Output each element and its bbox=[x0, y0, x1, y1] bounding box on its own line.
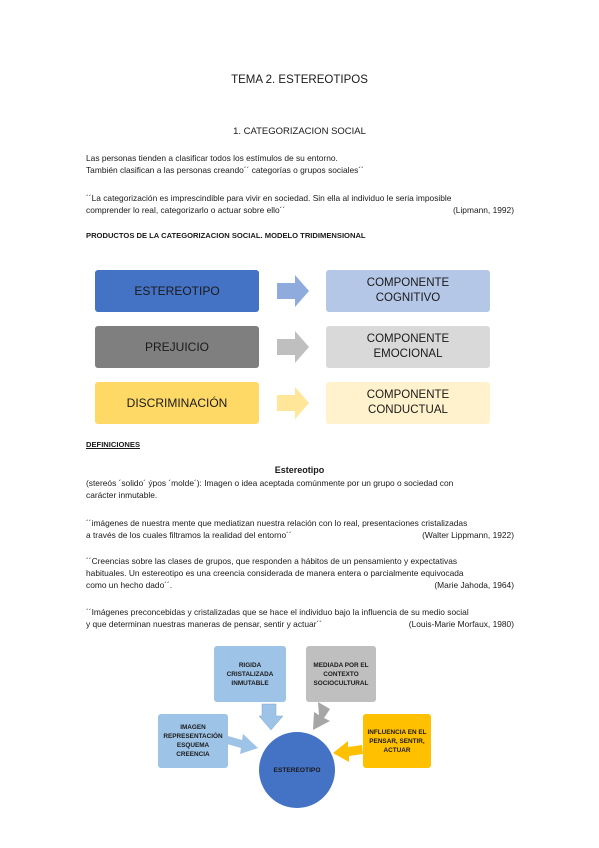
box-label: CRISTALIZADA bbox=[226, 670, 274, 678]
definition-author: (Walter Lippmann, 1922) bbox=[422, 530, 514, 540]
box-label: REPRESENTACIÓN bbox=[163, 733, 223, 740]
box-label: IMAGEN bbox=[180, 724, 206, 731]
arrow-down-icon bbox=[313, 702, 330, 730]
definition-morfaux: ´´Imágenes preconcebidas y cristalizadas… bbox=[86, 606, 514, 630]
intro-line: También clasifican a las personas creand… bbox=[86, 165, 364, 175]
definition-line: (stereós ´solido´ ýpos ´molde´): Imagen … bbox=[86, 478, 454, 488]
quote-line: ´´La categorización es imprescindible pa… bbox=[86, 193, 452, 203]
arrow-right-icon bbox=[277, 331, 309, 363]
estereotipo-heading: Estereotipo bbox=[274, 465, 325, 475]
imagen-box: IMAGEN REPRESENTACIÓN ESQUEMA CREENCIA bbox=[158, 714, 228, 768]
box-label: ACTUAR bbox=[383, 746, 411, 754]
box-label: COMPONENTE bbox=[366, 333, 450, 345]
discriminacion-box: DISCRIMINACIÓN bbox=[95, 382, 259, 424]
estereotipo-box: ESTEREOTIPO bbox=[95, 270, 259, 312]
box-label: COGNITIVO bbox=[375, 292, 441, 304]
intro-line: Las personas tienden a clasificar todos … bbox=[86, 153, 338, 163]
componente-emocional-box: COMPONENTE EMOCIONAL bbox=[326, 326, 490, 368]
definition-line: carácter inmutable. bbox=[86, 490, 158, 500]
intro-paragraph: Las personas tienden a clasificar todos … bbox=[86, 152, 514, 176]
definition-etymology: (stereós ´solido´ ýpos ´molde´): Imagen … bbox=[86, 477, 514, 501]
box-label: CONDUCTUAL bbox=[368, 404, 448, 416]
prejuicio-box: PREJUICIO bbox=[95, 326, 259, 368]
definition-author: (Louis-Marie Morfaux, 1980) bbox=[408, 619, 514, 629]
arrow-right-icon bbox=[277, 275, 309, 307]
box-label: INMUTABLE bbox=[231, 679, 269, 687]
definition-line: a través de los cuales filtramos la real… bbox=[86, 530, 292, 540]
arrow-right-icon bbox=[227, 734, 258, 754]
box-label: CREENCIA bbox=[176, 751, 210, 758]
box-label: MEDIADA POR EL bbox=[313, 661, 369, 669]
box-label: COMPONENTE bbox=[366, 277, 450, 289]
definition-jahoda: ´´Creencias sobre las clases de grupos, … bbox=[86, 555, 514, 591]
definitions-heading: DEFINICIONES bbox=[86, 440, 141, 449]
definition-lippmann: ´´imágenes de nuestra mente que mediatiz… bbox=[86, 517, 514, 541]
box-label: EMOCIONAL bbox=[373, 348, 443, 360]
quote-lipmann: ´´La categorización es imprescindible pa… bbox=[86, 192, 514, 216]
products-heading: PRODUCTOS DE LA CATEGORIZACION SOCIAL. M… bbox=[86, 231, 366, 240]
definition-line: ´´imágenes de nuestra mente que mediatiz… bbox=[86, 518, 468, 528]
page-title: TEMA 2. ESTEREOTIPOS bbox=[231, 74, 368, 86]
box-label: CONTEXTO bbox=[323, 670, 359, 678]
definition-line: habituales. Un estereotipo es una creenc… bbox=[86, 568, 464, 578]
box-label: COMPONENTE bbox=[366, 389, 450, 401]
section-title: 1. CATEGORIZACION SOCIAL bbox=[233, 126, 366, 137]
definition-line: ´´Creencias sobre las clases de grupos, … bbox=[86, 556, 458, 566]
componente-cognitivo-box: COMPONENTE COGNITIVO bbox=[326, 270, 490, 312]
definition-line: y que determinan nuestras maneras de pen… bbox=[86, 619, 323, 629]
arrow-right-icon bbox=[277, 387, 309, 419]
arrow-down-icon bbox=[258, 703, 284, 731]
box-label: SOCIOCULTURAL bbox=[313, 679, 369, 687]
box-label: INFLUENCIA EN EL bbox=[367, 728, 427, 736]
box-label: PENSAR, SENTIR, bbox=[369, 737, 425, 745]
quote-line: comprender lo real, categorizarlo o actu… bbox=[86, 205, 286, 215]
definition-line: ´´Imágenes preconcebidas y cristalizadas… bbox=[86, 607, 469, 617]
componente-conductual-box: COMPONENTE CONDUCTUAL bbox=[326, 382, 490, 424]
definition-author: (Marie Jahoda, 1964) bbox=[434, 580, 514, 590]
estereotipo-circle: ESTEREOTIPO bbox=[259, 732, 335, 808]
definition-line: como un hecho dado´´. bbox=[86, 580, 173, 590]
quote-author: (Lipmann, 1992) bbox=[453, 205, 514, 215]
box-label: RIGIDA bbox=[238, 661, 262, 669]
arrow-left-icon bbox=[333, 741, 363, 762]
box-label: ESQUEMA bbox=[176, 742, 210, 749]
